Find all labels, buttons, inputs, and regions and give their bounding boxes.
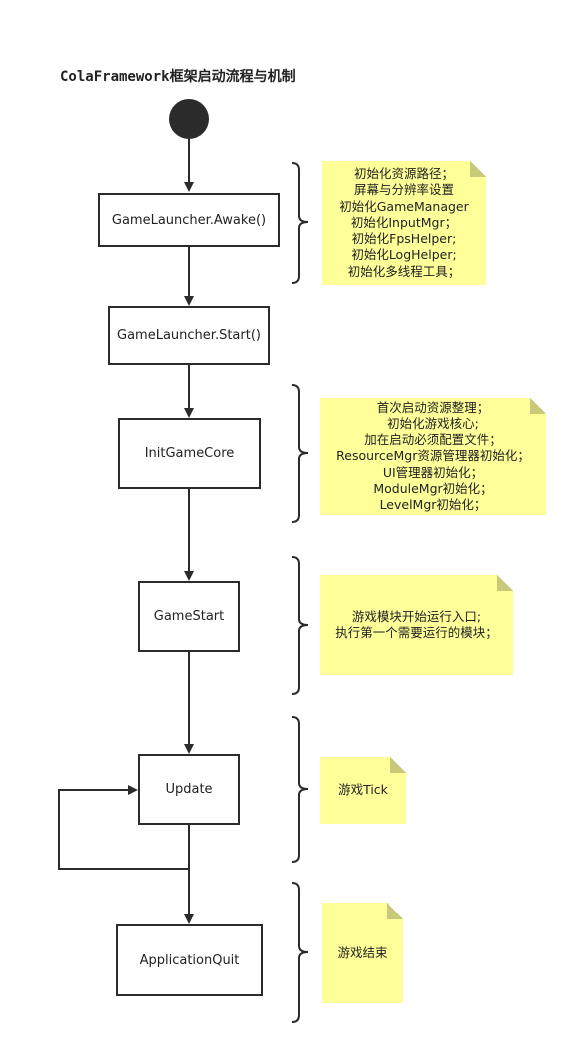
note-line: ModuleMgr初始化；: [373, 480, 493, 496]
node-initgamecore[interactable]: InitGameCore: [118, 418, 261, 489]
note-line: 屏幕与分辨率设置: [353, 182, 454, 198]
note-awake: 初始化资源路径； 屏幕与分辨率设置 初始化GameManager 初始化Inpu…: [322, 161, 486, 285]
brace-update: [291, 716, 309, 863]
note-line: 初始化LogHelper;: [351, 247, 457, 263]
note-line: 初始化FpsHelper;: [351, 231, 457, 247]
brace-initcore: [291, 384, 309, 523]
node-label: GameLauncher.Start(): [117, 328, 261, 343]
note-fold-icon: [497, 575, 513, 591]
note-fold-icon: [387, 903, 403, 919]
note-line: ResourceMgr资源管理器初始化；: [336, 448, 530, 464]
node-label: ApplicationQuit: [139, 952, 240, 968]
node-gamelauncher-start[interactable]: GameLauncher.Start(): [108, 306, 270, 365]
note-gamestart: 游戏模块开始运行入口; 执行第一个需要运行的模块；: [320, 575, 513, 675]
note-line: 初始化游戏核心;: [387, 415, 479, 431]
brace-gamestart: [291, 556, 309, 695]
note-update: 游戏Tick: [320, 757, 406, 824]
node-applicationquit[interactable]: ApplicationQuit: [116, 924, 263, 996]
note-line: 初始化InputMgr；: [350, 214, 458, 230]
note-fold-icon: [470, 161, 486, 177]
start-node: [169, 99, 209, 139]
note-applicationquit: 游戏结束: [322, 903, 403, 1003]
note-line: UI管理器初始化；: [382, 464, 484, 480]
note-line: 游戏模块开始运行入口;: [351, 608, 482, 624]
note-fold-icon: [390, 757, 406, 773]
diagram-title: ColaFramework框架启动流程与机制: [60, 69, 296, 85]
note-line: 执行第一个需要运行的模块；: [335, 625, 498, 640]
note-line: 初始化资源路径；: [353, 166, 454, 182]
note-line: 加在启动必须配置文件；: [364, 432, 502, 448]
brace-awake: [291, 162, 309, 284]
node-label: GameLauncher.Awake(): [111, 212, 267, 228]
note-line: 游戏Tick: [338, 782, 388, 798]
brace-quit: [291, 882, 309, 1023]
arrow-update-loop: [58, 785, 189, 870]
node-label: InitGameCore: [144, 446, 235, 461]
node-label: Update: [165, 782, 213, 797]
note-line: 游戏结束: [337, 944, 388, 960]
node-gamelauncher-awake[interactable]: GameLauncher.Awake(): [98, 193, 280, 247]
node-update[interactable]: Update: [138, 754, 240, 825]
note-line: 初始化GameManager: [339, 198, 469, 214]
note-line: 初始化多线程工具；: [347, 263, 461, 279]
node-gamestart[interactable]: GameStart: [138, 581, 240, 652]
note-line: LevelMgr初始化；: [379, 497, 487, 512]
note-initgamecore: 首次启动资源整理； 初始化游戏核心; 加在启动必须配置文件； ResourceM…: [320, 398, 546, 515]
note-line: 首次启动资源整理；: [376, 399, 490, 415]
node-label: GameStart: [153, 609, 225, 624]
note-fold-icon: [530, 398, 546, 414]
